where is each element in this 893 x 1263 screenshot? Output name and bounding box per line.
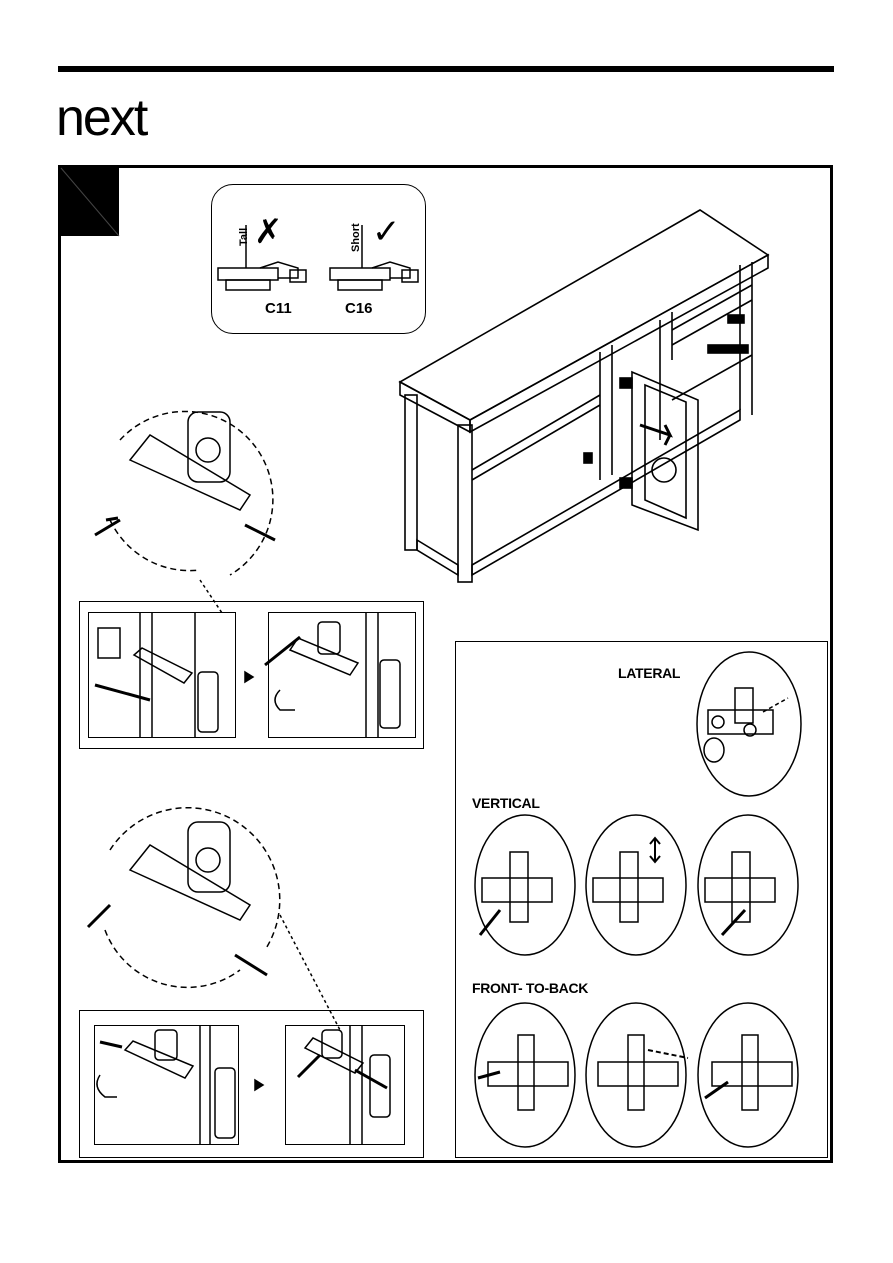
sequence-arrow-2: [255, 1080, 263, 1090]
lateral-adjust-diagram: [697, 652, 801, 796]
attach-step-1-drawing: [95, 612, 218, 738]
detach-step-1-drawing: [97, 1025, 235, 1145]
front-to-back-adjust-diagrams: [475, 1003, 798, 1147]
magnified-hinge-clip-attach: [95, 411, 275, 613]
short-hinge-diagram: [330, 225, 418, 290]
tv-cabinet-drawing: [400, 210, 768, 582]
detach-step-2-drawing: [298, 1025, 390, 1145]
vertical-adjust-diagrams: [475, 815, 798, 955]
tall-hinge-diagram: [218, 225, 306, 290]
attach-step-2-drawing: [265, 612, 400, 738]
magnified-hinge-clip-release: [88, 808, 340, 1030]
sequence-arrow-1: [245, 672, 253, 682]
